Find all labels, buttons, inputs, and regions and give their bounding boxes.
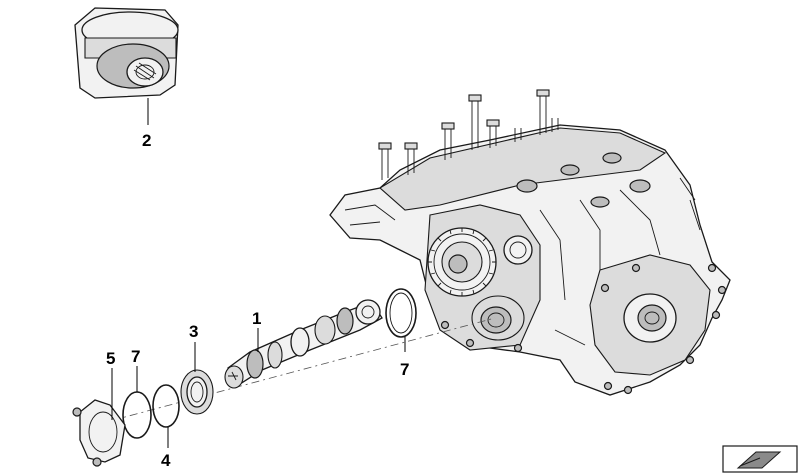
timing-gear: [427, 227, 533, 297]
part-5-gasket[interactable]: [72, 399, 126, 467]
part-4-o-ring[interactable]: [152, 384, 180, 428]
callout-3: 3: [189, 322, 198, 341]
part-1-shaft[interactable]: [224, 299, 383, 389]
callout-7-left: 7: [131, 347, 140, 366]
part-7-o-ring-right[interactable]: [385, 288, 417, 338]
axis-line: [94, 317, 496, 426]
callout-5: 5: [106, 349, 115, 368]
part-2-sensor[interactable]: [74, 7, 179, 99]
callout-1: 1: [252, 309, 261, 328]
part-3-seal[interactable]: [180, 369, 214, 415]
callout-2: 2: [142, 131, 151, 150]
catalog-arrow-icon: [722, 445, 798, 473]
part-7-o-ring-left[interactable]: [122, 391, 152, 439]
callout-7-right: 7: [400, 360, 409, 379]
leader-lines: [111, 98, 406, 448]
end-cover: [589, 254, 711, 376]
shaft-bearing: [471, 295, 525, 341]
engine-block: [329, 89, 731, 396]
callout-4: 4: [161, 451, 171, 470]
